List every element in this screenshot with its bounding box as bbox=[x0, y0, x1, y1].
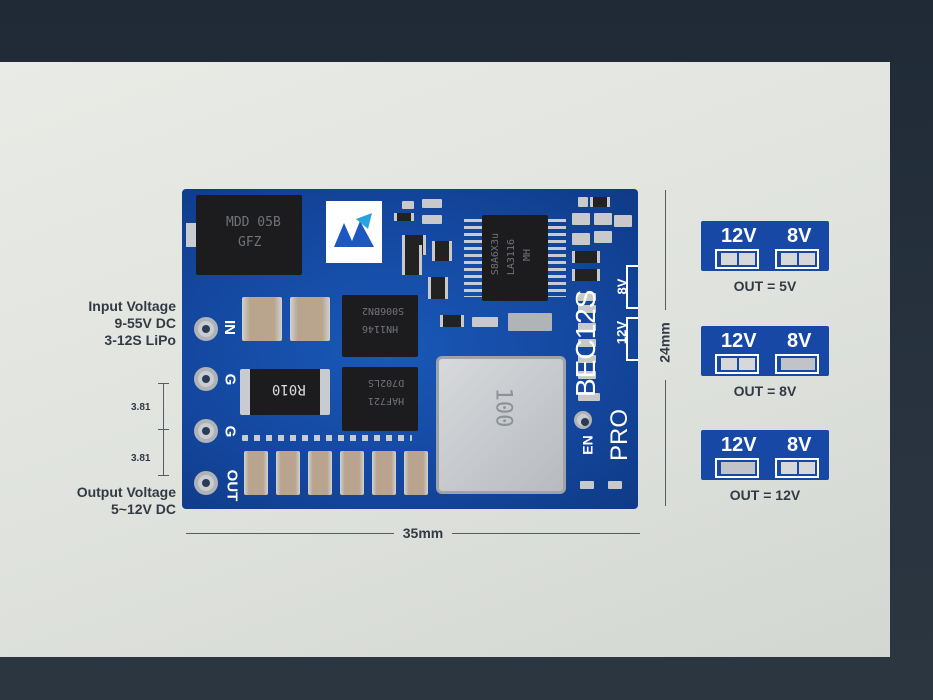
pitch-tick-top bbox=[158, 383, 169, 384]
jumper-8v-caption: OUT = 8V bbox=[733, 383, 797, 399]
controller-ic: S8A6X3u LA3116 MH bbox=[482, 215, 548, 301]
input-voltage-range: 9-55V DC bbox=[114, 315, 176, 331]
mosfet1-marking-2: HN1146 bbox=[362, 323, 399, 334]
pitch-tick-bottom bbox=[158, 475, 169, 476]
input-voltage-cells: 3-12S LiPo bbox=[104, 332, 176, 348]
height-dim-line-top bbox=[665, 190, 666, 310]
jumper-12v-left-label: 12V bbox=[721, 434, 757, 456]
jumper-8v-left-label: 12V bbox=[721, 330, 757, 352]
width-dim-line-left bbox=[186, 533, 394, 534]
input-voltage-label: Input Voltage 9-55V DC 3-12S LiPo bbox=[40, 298, 176, 349]
inductor-marking: 100 bbox=[490, 387, 516, 428]
pad-g1 bbox=[194, 367, 218, 391]
pitch-label-1: 3.81 bbox=[131, 402, 151, 413]
mosfet2-marking-1: D702LS bbox=[368, 377, 405, 388]
mosfet-1: S006BN2 HN1146 bbox=[342, 295, 418, 357]
diode-marking-1: MDD 05B bbox=[226, 215, 281, 230]
jumper-12v-caption: OUT = 12V bbox=[729, 487, 801, 503]
pad-en bbox=[574, 411, 592, 429]
pitch-label-2: 3.81 bbox=[131, 453, 151, 464]
pitch-tick-mid bbox=[158, 429, 169, 430]
output-voltage-label: Output Voltage 5~12V DC bbox=[40, 484, 176, 518]
ic-marking-3: MH bbox=[522, 249, 533, 262]
jumper-12v-right-label: 8V bbox=[787, 434, 812, 456]
jumper-5v-right-label: 8V bbox=[787, 225, 812, 247]
height-dim-line-bottom bbox=[665, 380, 666, 506]
ceramic-capacitor-1 bbox=[242, 297, 282, 341]
pad-out-label: OUT bbox=[223, 469, 241, 502]
jumper-5v-caption: OUT = 5V bbox=[733, 278, 797, 294]
output-voltage-title: Output Voltage bbox=[76, 484, 176, 500]
height-dim-label: 24mm bbox=[656, 322, 673, 363]
power-inductor: 100 bbox=[436, 356, 566, 494]
pad-g1-label: G bbox=[221, 373, 239, 386]
pcb-board: MDD 05B GFZ S8A6X3u LA3116 MH 8V 12V bbox=[182, 189, 638, 509]
pad-in bbox=[194, 317, 218, 341]
jumper-8v-box-left bbox=[715, 354, 759, 374]
pad-g2 bbox=[194, 419, 218, 443]
jumper-5v-box-right bbox=[775, 249, 819, 269]
model-label: BEC12S bbox=[570, 289, 601, 397]
en-label: EN bbox=[579, 435, 596, 455]
jumper-8v-right-label: 8V bbox=[787, 330, 812, 352]
jumper-card-12v: 12V 8V bbox=[701, 430, 829, 480]
board-jumper-12v bbox=[626, 317, 638, 361]
output-capacitor-6 bbox=[404, 451, 428, 495]
output-voltage-range: 5~12V DC bbox=[111, 501, 176, 517]
output-capacitor-2 bbox=[276, 451, 300, 495]
brand-logo bbox=[326, 201, 382, 263]
ic-marking-2: LA3116 bbox=[506, 239, 517, 276]
input-voltage-title: Input Voltage bbox=[88, 298, 176, 314]
mosfet2-marking-2: HAF721 bbox=[368, 395, 405, 406]
jumper-8v-box-right bbox=[775, 354, 819, 374]
diode-marking-2: GFZ bbox=[238, 235, 262, 250]
output-capacitor-4 bbox=[340, 451, 364, 495]
output-capacitor-1 bbox=[244, 451, 268, 495]
output-capacitor-5 bbox=[372, 451, 396, 495]
shunt-marking: R010 bbox=[272, 381, 306, 397]
jumper-card-8v: 12V 8V bbox=[701, 326, 829, 376]
jumper-12v-box-right bbox=[775, 458, 819, 478]
diode-package: MDD 05B GFZ bbox=[186, 195, 302, 275]
shunt-resistor: R010 bbox=[240, 369, 330, 415]
pad-in-label: IN bbox=[221, 320, 238, 335]
width-dim-line-right bbox=[452, 533, 640, 534]
mosfet-2: D702LS HAF721 bbox=[342, 367, 418, 431]
jumper-5v-box-left bbox=[715, 249, 759, 269]
jumper-12v-box-left bbox=[715, 458, 759, 478]
jumper-card-5v: 12V 8V bbox=[701, 221, 829, 271]
pad-g2-label: G bbox=[221, 425, 239, 438]
width-dim-label: 35mm bbox=[402, 525, 444, 541]
edition-label: PRO bbox=[606, 408, 633, 461]
ceramic-capacitor-2 bbox=[290, 297, 330, 341]
board-jumper-8v bbox=[626, 265, 638, 309]
ic-marking-1: S8A6X3u bbox=[490, 233, 501, 276]
mosfet1-marking-1: S006BN2 bbox=[362, 305, 405, 316]
jumper-5v-left-label: 12V bbox=[721, 225, 757, 247]
output-capacitor-3 bbox=[308, 451, 332, 495]
pad-out bbox=[194, 471, 218, 495]
